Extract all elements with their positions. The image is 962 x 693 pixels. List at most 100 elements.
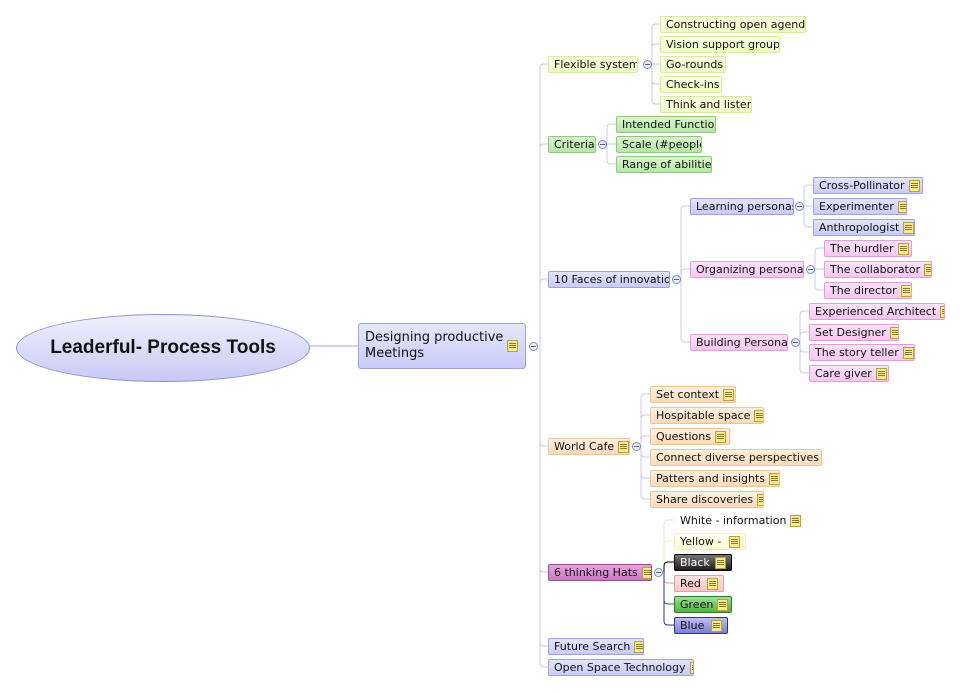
collapse-toggle-icon[interactable] xyxy=(805,264,815,274)
topic-the-collaborator[interactable]: The collaborator xyxy=(824,261,932,278)
note-icon[interactable] xyxy=(875,367,887,380)
topic-set-designer[interactable]: Set Designer xyxy=(809,324,899,341)
connector-line xyxy=(640,446,650,479)
topic-red[interactable]: Red xyxy=(674,575,724,592)
topic-label: Yellow - xyxy=(680,535,722,548)
topic-cross-pollinator[interactable]: Cross-Pollinator xyxy=(813,177,923,194)
note-icon[interactable] xyxy=(507,340,518,352)
note-icon[interactable] xyxy=(707,577,718,590)
note-icon[interactable] xyxy=(903,221,914,234)
note-icon[interactable] xyxy=(902,346,914,359)
connector-line xyxy=(539,278,548,346)
collapse-toggle-icon[interactable] xyxy=(671,274,681,284)
connector-line xyxy=(539,346,548,447)
topic-label: Set Designer xyxy=(815,326,886,339)
connector-line xyxy=(640,446,650,458)
note-icon[interactable] xyxy=(689,661,693,674)
note-icon[interactable] xyxy=(715,556,726,569)
topic-the-director[interactable]: The director xyxy=(824,282,912,299)
note-icon[interactable] xyxy=(634,640,643,653)
topic-experimenter[interactable]: Experimenter xyxy=(813,198,907,215)
note-icon[interactable] xyxy=(790,514,801,527)
topic-questions[interactable]: Questions xyxy=(650,428,730,445)
collapse-toggle-icon[interactable] xyxy=(631,441,641,451)
topic-building-personas[interactable]: Building Personas xyxy=(690,334,788,351)
topic-set-context[interactable]: Set context xyxy=(650,386,736,403)
connector-line xyxy=(539,143,548,346)
note-icon[interactable] xyxy=(897,200,906,213)
topic-flexible-systems[interactable]: Flexible systems xyxy=(548,56,638,73)
topic-the-story-teller[interactable]: The story teller xyxy=(809,344,915,361)
topic-learning-personas[interactable]: Learning personas xyxy=(690,198,794,215)
collapse-toggle-icon[interactable] xyxy=(790,337,800,347)
topic-label: Patters and insights xyxy=(656,472,766,485)
topic-blue[interactable]: Blue xyxy=(674,617,728,634)
topic-think-and-listen[interactable]: Think and listen xyxy=(660,96,752,113)
note-icon[interactable] xyxy=(717,598,729,611)
topic-label: Check-ins xyxy=(666,78,720,91)
connector-line xyxy=(799,342,809,353)
central-topic[interactable]: Leaderful- Process Tools xyxy=(16,314,310,382)
collapse-toggle-icon[interactable] xyxy=(794,201,804,211)
topic-patters-and-insights[interactable]: Patters and insights xyxy=(650,470,780,487)
topic-world-cafe[interactable]: World Cafe xyxy=(548,438,630,455)
topic-label: Cross-Pollinator xyxy=(819,179,905,192)
note-icon[interactable] xyxy=(754,409,763,422)
topic-white-information[interactable]: White - information xyxy=(674,512,802,529)
topic-future-search[interactable]: Future Search xyxy=(548,638,644,655)
topic-range-of-abilities[interactable]: Range of abilities xyxy=(616,156,712,173)
topic-intended-function[interactable]: Intended Function xyxy=(616,116,716,133)
topic-label: Anthropologist xyxy=(819,221,900,234)
note-icon[interactable] xyxy=(940,305,944,318)
topic-check-ins[interactable]: Check-ins xyxy=(660,76,722,93)
topic-go-rounds[interactable]: Go-rounds xyxy=(660,56,726,73)
topic-experienced-architect[interactable]: Experienced Architect xyxy=(809,303,945,320)
note-icon[interactable] xyxy=(769,472,779,485)
note-icon[interactable] xyxy=(641,566,651,579)
collapse-toggle-icon[interactable] xyxy=(653,567,663,577)
topic-open-space-technology[interactable]: Open Space Technology xyxy=(548,659,694,676)
connector-line xyxy=(814,269,824,291)
note-icon[interactable] xyxy=(908,179,920,192)
note-icon[interactable] xyxy=(900,284,911,297)
topic-label: Care giver xyxy=(815,367,872,380)
topic-label: The story teller xyxy=(815,346,899,359)
topic-label: Black xyxy=(680,556,710,569)
topic-label: Range of abilities xyxy=(622,158,712,171)
topic-vision-support-groups[interactable]: Vision support groups xyxy=(660,36,780,53)
topic-anthropologist[interactable]: Anthropologist xyxy=(813,219,915,236)
topic-organizing-personas[interactable]: Organizing personas xyxy=(690,261,804,278)
topic-hospitable-space[interactable]: Hospitable space xyxy=(650,407,764,424)
note-icon[interactable] xyxy=(723,388,735,401)
connector-line xyxy=(814,247,824,269)
topic-share-discoveries[interactable]: Share discoveries xyxy=(650,491,764,508)
topic-black[interactable]: Black xyxy=(674,554,732,571)
topic-criteria[interactable]: Criteria xyxy=(548,136,596,153)
topic-green[interactable]: Green xyxy=(674,596,732,613)
connector-line xyxy=(663,572,674,605)
main-collapse-toggle-icon[interactable] xyxy=(528,341,538,351)
note-icon[interactable] xyxy=(729,535,740,548)
topic-scale-people[interactable]: Scale (#people) xyxy=(616,136,702,153)
note-icon[interactable] xyxy=(897,242,909,255)
note-icon[interactable] xyxy=(889,326,898,339)
note-icon[interactable] xyxy=(618,440,629,453)
note-icon[interactable] xyxy=(711,619,722,632)
topic-the-hurdler[interactable]: The hurdler xyxy=(824,240,912,257)
topic-6-thinking-hats[interactable]: 6 thinking Hats xyxy=(548,564,652,581)
topic-10-faces-of-innovation[interactable]: 10 Faces of innovation xyxy=(548,271,670,288)
note-icon[interactable] xyxy=(714,430,726,443)
topic-label: Learning personas xyxy=(696,200,794,213)
topic-label: Green xyxy=(680,598,714,611)
topic-yellow[interactable]: Yellow - xyxy=(674,533,746,550)
topic-connect-diverse-perspectives[interactable]: Connect diverse perspectives xyxy=(650,449,822,466)
topic-care-giver[interactable]: Care giver xyxy=(809,365,889,382)
note-icon[interactable] xyxy=(924,263,931,276)
connector-line xyxy=(663,561,674,572)
note-icon[interactable] xyxy=(757,493,763,506)
topic-constructing-open-agendas[interactable]: Constructing open agendas xyxy=(660,16,806,33)
collapse-toggle-icon[interactable] xyxy=(642,59,652,69)
collapse-toggle-icon[interactable] xyxy=(597,139,607,149)
topic-label: Future Search xyxy=(554,640,631,653)
